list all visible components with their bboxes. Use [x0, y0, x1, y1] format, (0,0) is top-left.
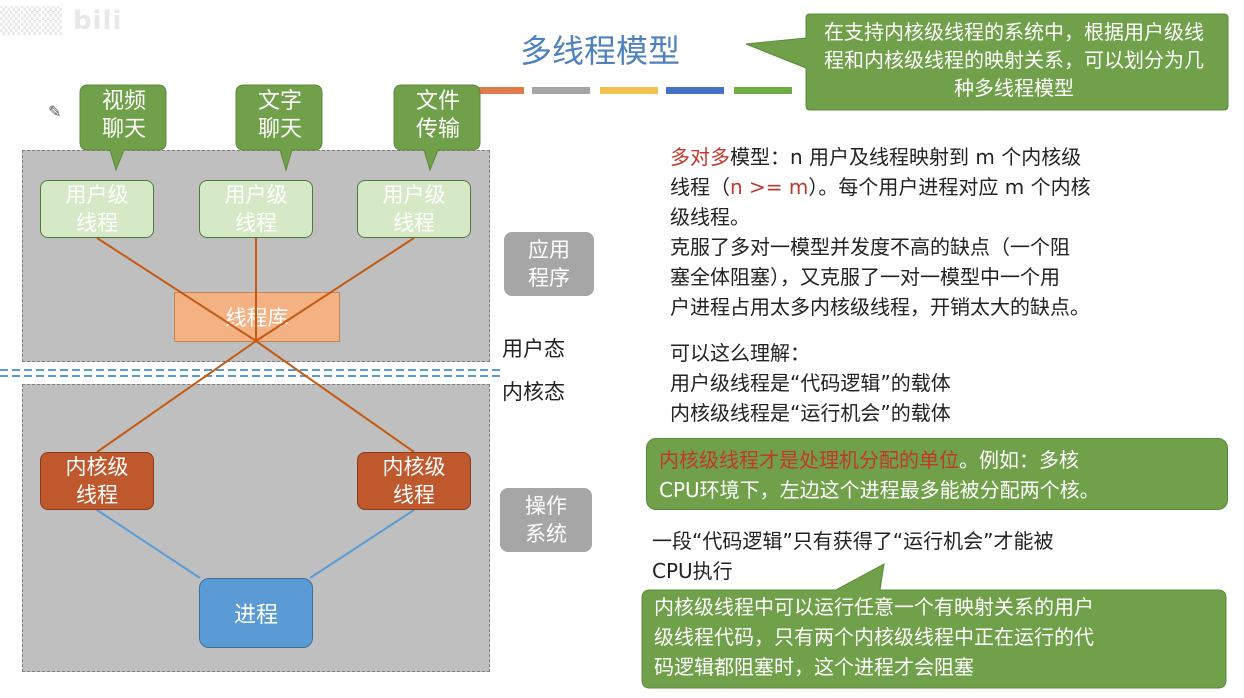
desc-line-2a: 线程（ [670, 175, 730, 199]
user-thread-1-line1: 用户级 [65, 183, 129, 207]
desc-line-1: 模型：n 用户及线程映射到 m 个内核级 [730, 145, 1082, 169]
code-logic-line-2: CPU执行 [652, 559, 733, 583]
desc-line-2-red: n >= m [730, 175, 809, 199]
app-file-transfer: 文件 传输 [394, 88, 482, 144]
user-thread-1-line2: 线程 [76, 211, 118, 235]
understanding-line-3: 内核级线程是“运行机会”的载体 [670, 401, 951, 425]
code-logic-text: 一段“代码逻辑”只有获得了“运行机会”才能被 CPU执行 [652, 526, 1212, 586]
kernel-thread-1-line1: 内核级 [65, 455, 129, 479]
app-text-chat-line1: 文字 [257, 89, 302, 114]
mapping-lines [96, 237, 415, 579]
os-label-line1: 操作 [525, 494, 567, 518]
color-bar-5 [666, 87, 724, 94]
desc-line-5: 塞全体阻塞），又克服了一对一模型中一个用 [670, 265, 1060, 289]
user-thread-3-line2: 线程 [393, 211, 435, 235]
desc-line-2b: ）。每个用户进程对应 m 个内核 [808, 175, 1091, 199]
app-file-transfer-line2: 传输 [415, 117, 460, 142]
desc-line-4: 克服了多对一模型并发度不高的缺点（一个阻 [670, 235, 1070, 259]
kernel-thread-2-line1: 内核级 [382, 455, 446, 479]
app-text-chat-line2: 聊天 [257, 117, 302, 142]
color-bar-2 [466, 87, 524, 94]
color-bar-3 [532, 87, 590, 94]
note-1-line-1: 。例如：多核 [959, 448, 1079, 472]
user-thread-2-line1: 用户级 [224, 183, 288, 207]
desc-line-3: 级线程。 [670, 205, 750, 229]
understanding-line-1: 可以这么理解： [670, 341, 810, 365]
note-box-processor-unit: 内核级线程才是处理机分配的单位。例如：多核 CPU环境下，左边这个进程最多能被分… [646, 438, 1228, 510]
kernel-thread-2: 内核级 线程 [357, 452, 471, 510]
kernel-thread-1: 内核级 线程 [40, 452, 154, 510]
pencil-icon[interactable]: ✎ [48, 102, 62, 121]
os-label-line2: 系统 [525, 522, 567, 546]
note-2-line-2: 级线程代码，只有两个内核级线程中正在运行的代 [654, 625, 1094, 649]
page-title: 多线程模型 [519, 32, 680, 70]
note-1-highlight: 内核级线程才是处理机分配的单位 [659, 448, 959, 472]
description-many-to-many: 多对多模型：n 用户及线程映射到 m 个内核级 线程（n >= m）。每个用户进… [670, 142, 1210, 322]
user-thread-3-line1: 用户级 [382, 183, 446, 207]
application-label: 应用 程序 [504, 232, 594, 296]
color-bar-6 [734, 87, 792, 94]
application-label-line2: 程序 [528, 266, 570, 290]
app-file-transfer-line1: 文件 [415, 89, 460, 114]
user-thread-3: 用户级 线程 [357, 180, 471, 238]
model-name: 多对多 [670, 145, 730, 169]
app-bubble-shape-2 [235, 84, 323, 172]
note-1-line-2: CPU环境下，左边这个进程最多能被分配两个核。 [659, 478, 1100, 502]
user-mode-label: 用户态 [502, 337, 565, 361]
application-label-line1: 应用 [528, 238, 570, 262]
app-video-chat-line2: 聊天 [101, 117, 146, 142]
kernel-mode-label: 内核态 [502, 380, 565, 404]
note-box-2-shape [641, 563, 1227, 689]
process-box: 进程 [199, 578, 313, 648]
app-bubble-shape-3 [393, 84, 481, 172]
callout-shape [745, 13, 1229, 111]
watermark-logo: ▒▒▒ bili [0, 6, 123, 36]
user-thread-2-line2: 线程 [235, 211, 277, 235]
process-label: 进程 [233, 603, 278, 628]
app-video-chat-line1: 视频 [101, 89, 146, 114]
note-box-blocking: 内核级线程中可以运行任意一个有映射关系的用户 级线程代码，只有两个内核级线程中正… [654, 592, 1220, 682]
kernel-thread-2-line2: 线程 [393, 483, 435, 507]
app-video-chat: 视频 聊天 [80, 88, 168, 144]
understanding-line-2: 用户级线程是“代码逻辑”的载体 [670, 371, 951, 395]
understanding-text: 可以这么理解： 用户级线程是“代码逻辑”的载体 内核级线程是“运行机会”的载体 [670, 338, 1210, 428]
desc-line-6: 户进程占用太多内核级线程，开销太大的缺点。 [670, 295, 1090, 319]
kernel-thread-1-line2: 线程 [76, 483, 118, 507]
note-2-line-1: 内核级线程中可以运行任意一个有映射关系的用户 [654, 595, 1094, 619]
callout-text: 在支持内核级线程的系统中，根据用户级线程和内核级线程的映射关系，可以划分为几种多… [824, 20, 1204, 100]
color-bar-4 [600, 87, 658, 94]
note-2-line-3: 码逻辑都阻塞时，这个进程才会阻塞 [654, 655, 974, 679]
os-label: 操作 系统 [500, 488, 592, 552]
app-text-chat: 文字 聊天 [236, 88, 324, 144]
app-bubble-shape-1 [79, 84, 167, 172]
user-thread-2: 用户级 线程 [199, 180, 313, 238]
code-logic-line-1: 一段“代码逻辑”只有获得了“运行机会”才能被 [652, 529, 1054, 553]
user-thread-1: 用户级 线程 [40, 180, 154, 238]
